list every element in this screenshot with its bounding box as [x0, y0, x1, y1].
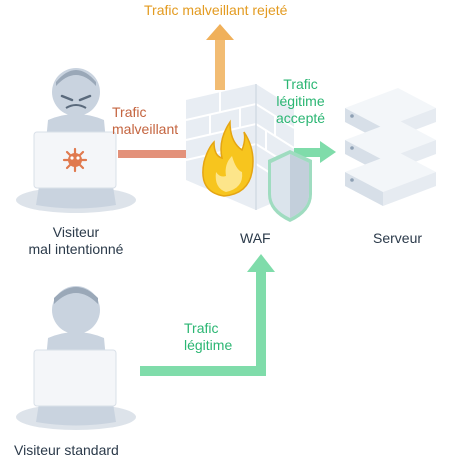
malicious-visitor-label: Visiteur mal intentionné [18, 224, 134, 258]
waf-label: WAF [240, 230, 271, 246]
legit-traffic-label: Trafic légitime [184, 320, 232, 354]
legit-traffic-label-line1: Trafic [184, 320, 219, 336]
standard-visitor-icon [16, 286, 136, 430]
accepted-traffic-label-line2: légitime [276, 93, 325, 109]
fire-icon [202, 119, 254, 197]
malicious-visitor-label-line1: Visiteur [52, 224, 100, 240]
accepted-traffic-label: Trafic légitime accepté [276, 76, 325, 127]
standard-visitor-label: Visiteur standard [14, 442, 119, 458]
malicious-traffic-label-line1: Trafic [112, 104, 147, 120]
malicious-visitor-icon [16, 68, 136, 213]
legit-traffic-label-line2: légitime [184, 337, 233, 353]
accepted-traffic-label-line1: Trafic [283, 76, 318, 92]
malicious-traffic-label-line2: malveillant [112, 121, 179, 137]
accepted-traffic-label-line3: accepté [276, 110, 326, 126]
legit-traffic-arrow [140, 254, 275, 376]
rejected-traffic-arrow [206, 24, 234, 90]
shield-icon [268, 150, 312, 222]
malicious-traffic-label: Trafic malveillant [112, 104, 178, 138]
malicious-visitor-label-line2: mal intentionné [28, 241, 124, 257]
server-icon [345, 88, 436, 206]
rejected-traffic-label: Trafic malveillant rejeté [144, 2, 288, 18]
virus-icon [62, 147, 88, 173]
accepted-traffic-arrow [292, 141, 336, 163]
server-label: Serveur [373, 230, 423, 246]
